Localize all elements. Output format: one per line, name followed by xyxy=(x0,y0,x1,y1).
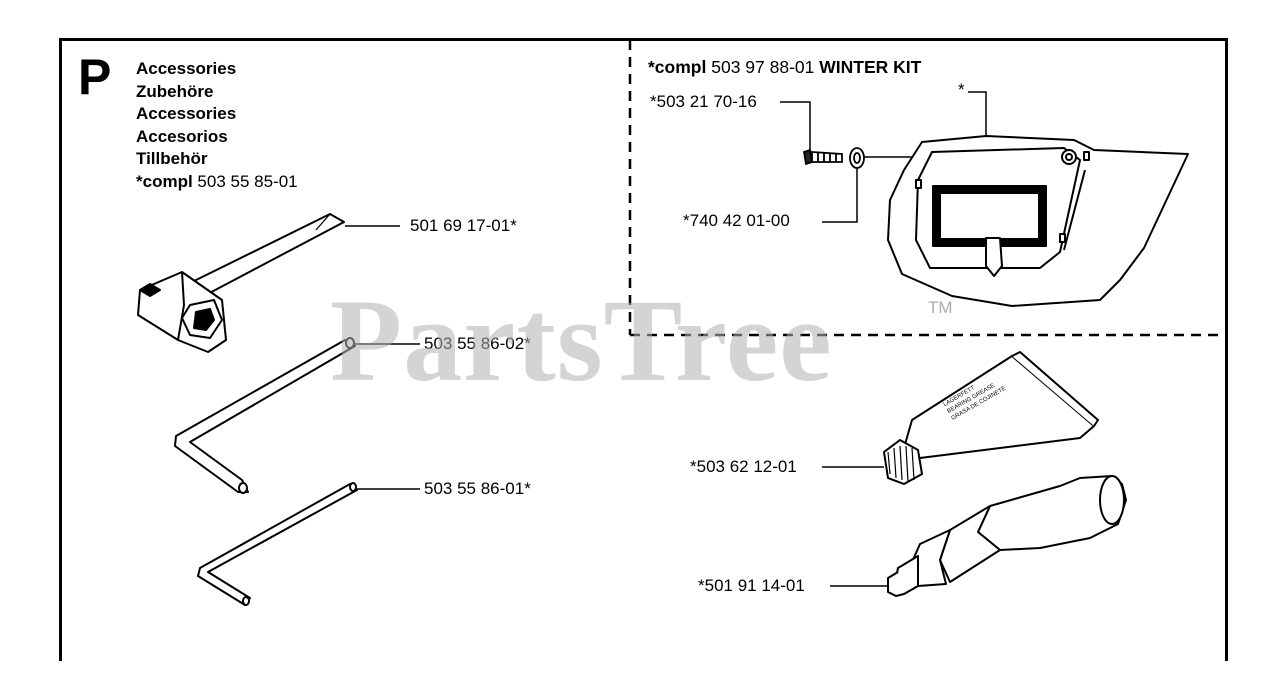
spark-plug-wrench xyxy=(137,213,345,353)
watermark-tm: TM xyxy=(928,298,953,317)
section-title-fr: Accessories xyxy=(136,104,237,123)
hex-key-small xyxy=(197,482,358,606)
part-label-washer[interactable]: *740 42 01-00 xyxy=(683,211,790,230)
winter-cover xyxy=(887,135,1189,307)
kit-compl-prefix: *compl xyxy=(648,57,707,77)
part-label-spark-plug-wrench[interactable]: 501 69 17-01* xyxy=(410,216,517,235)
winter-kit-title: *compl 503 97 88-01 WINTER KIT xyxy=(648,57,921,78)
section-letter: P xyxy=(78,49,112,105)
part-label-grease-tube[interactable]: *503 62 12-01 xyxy=(690,457,797,476)
compl-number: 503 55 85-01 xyxy=(197,171,298,191)
washer xyxy=(849,147,865,169)
kit-name: WINTER KIT xyxy=(819,57,922,77)
compl-prefix: *compl xyxy=(136,171,193,191)
winter-kit-boundary xyxy=(628,40,1222,337)
hex-key-large xyxy=(174,337,356,494)
section-title-sv: Tillbehör xyxy=(136,149,208,168)
part-label-hex-key-large[interactable]: 503 55 86-02* xyxy=(424,334,531,353)
diagram-frame xyxy=(59,38,1228,661)
section-compl: *compl 503 55 85-01 xyxy=(136,171,298,194)
section-title-es: Accesorios xyxy=(136,126,228,146)
part-label-hex-key-small[interactable]: 503 55 86-01* xyxy=(424,479,531,498)
grease-tube xyxy=(883,351,1099,485)
part-label-screw[interactable]: *503 21 70-16 xyxy=(650,92,757,111)
section-title-en: Accessories xyxy=(136,59,237,78)
watermark: PartsTree xyxy=(330,275,833,406)
screw xyxy=(802,148,843,166)
part-label-cover[interactable]: * xyxy=(958,80,965,99)
section-title-list: Accessories Zubehöre Accessories Accesor… xyxy=(136,58,298,193)
section-title-de: Zubehöre xyxy=(136,81,214,101)
kit-number: 503 97 88-01 xyxy=(711,57,815,77)
grease-gun xyxy=(887,475,1127,597)
part-label-grease-gun[interactable]: *501 91 14-01 xyxy=(698,576,805,595)
